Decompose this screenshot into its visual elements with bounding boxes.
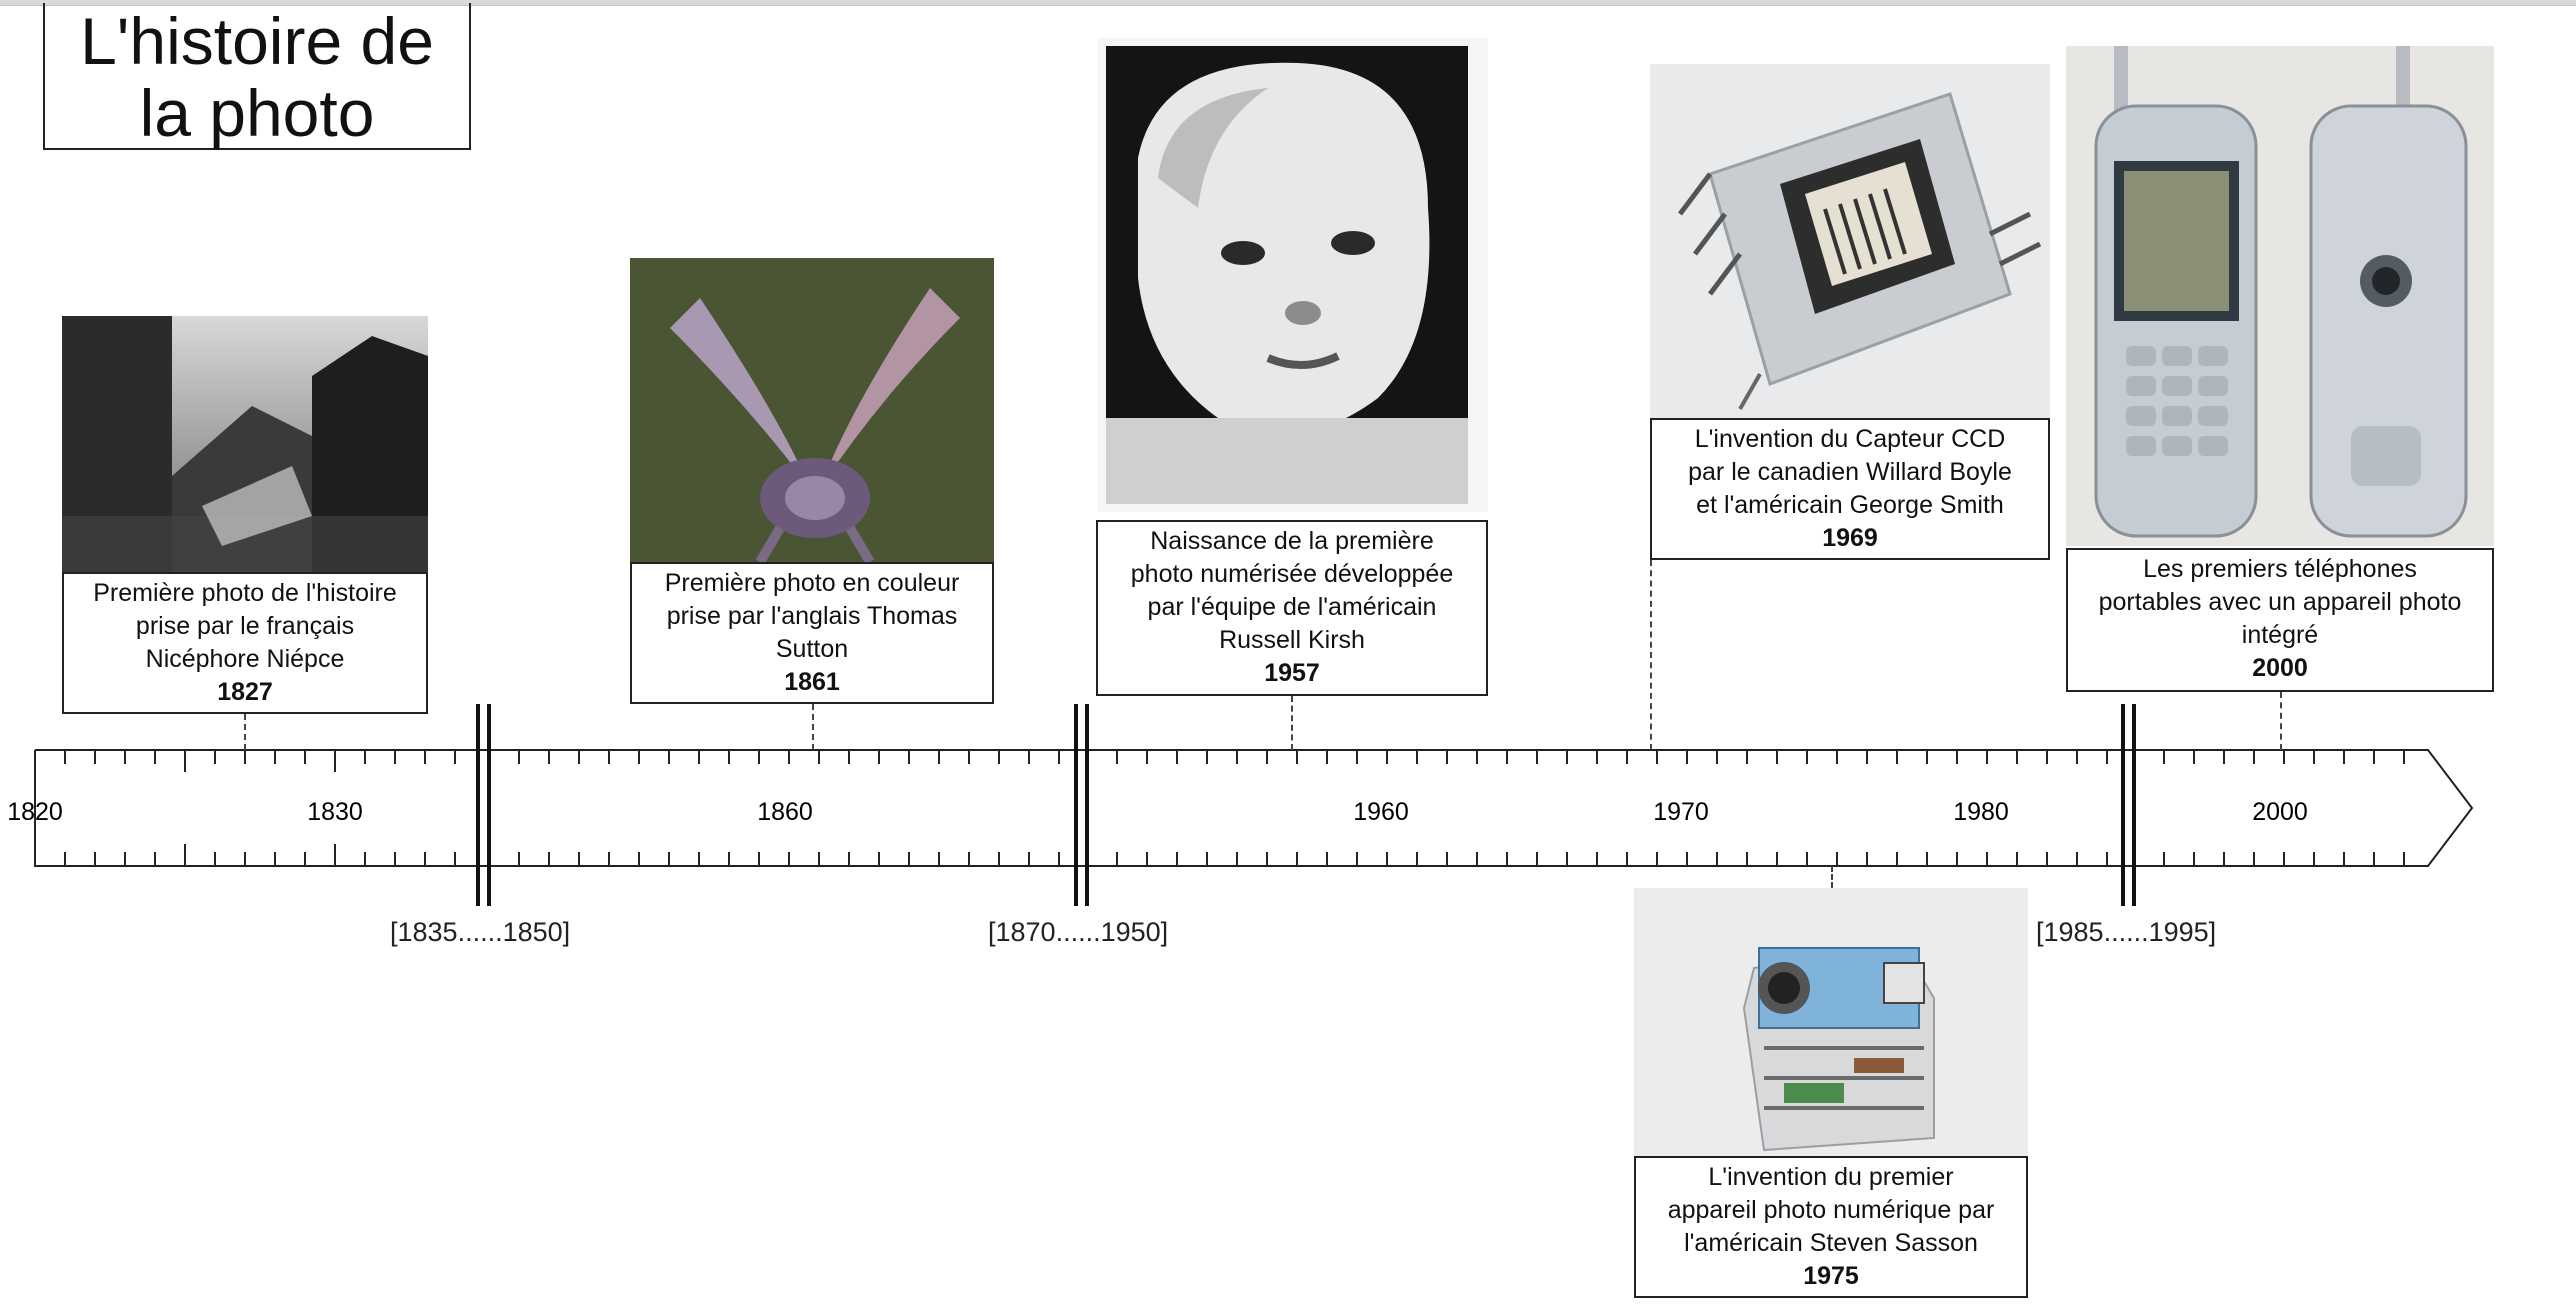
connector-1957 <box>1291 696 1293 750</box>
title-line-2: la photo <box>139 76 375 150</box>
page-title: L'histoire de la photo <box>43 3 471 150</box>
caption-1969-line2: par le canadien Willard Boyle <box>1688 458 2012 486</box>
caption-1975-line1: L'invention du premier <box>1708 1163 1954 1191</box>
caption-2000-line3: intégré <box>2241 621 2319 649</box>
timeline-arrow <box>34 749 2474 867</box>
caption-1957: Naissance de la première photo numérisée… <box>1096 520 1488 696</box>
top-border <box>0 0 2576 6</box>
connector-1861 <box>812 704 814 750</box>
break-label-1835-1850: [1835......1850] <box>390 917 571 947</box>
caption-1957-line4: Russell Kirsh <box>1219 626 1365 654</box>
caption-1827: Première photo de l'histoire prise par l… <box>62 572 428 714</box>
tick-label-1980: 1980 <box>1953 798 2009 826</box>
year-1957: 1957 <box>1264 659 1320 687</box>
connector-1969 <box>1650 560 1652 750</box>
caption-1957-line3: par l'équipe de l'américain <box>1147 593 1437 621</box>
caption-1969-line1: L'invention du Capteur CCD <box>1694 425 2006 453</box>
tick-label-1970: 1970 <box>1653 798 1709 826</box>
year-1975: 1975 <box>1803 1262 1859 1290</box>
break-label-1870-1950: [1870......1950] <box>988 917 1169 947</box>
caption-1827-line2: prise par le français <box>135 612 355 640</box>
connector-2000 <box>2280 692 2282 750</box>
connector-1975 <box>1831 866 1833 888</box>
caption-1861-line3: Sutton <box>775 635 849 663</box>
tick-label-1820: 1820 <box>7 798 63 826</box>
caption-1969-line3: et l'américain George Smith <box>1696 491 2004 519</box>
caption-2000-line2: portables avec un appareil photo <box>2098 588 2462 616</box>
year-1861: 1861 <box>784 668 840 696</box>
year-2000: 2000 <box>2252 654 2308 682</box>
caption-1861: Première photo en couleur prise par l'an… <box>630 562 994 704</box>
tick-label-1830: 1830 <box>307 798 363 826</box>
tick-label-1960: 1960 <box>1353 798 1409 826</box>
digitized-baby-image <box>1098 38 1488 512</box>
camera-phones-image <box>2066 46 2494 546</box>
break-marker-1835-1850 <box>476 704 491 906</box>
ccd-sensor-image <box>1650 64 2050 418</box>
title-line-1: L'histoire de <box>80 4 434 78</box>
year-1827: 1827 <box>217 678 273 706</box>
caption-1969: L'invention du Capteur CCD par le canadi… <box>1650 418 2050 560</box>
break-label-1985-1995: [1985......1995] <box>2036 917 2217 947</box>
break-marker-1985-1995 <box>2121 704 2136 906</box>
caption-1861-line2: prise par l'anglais Thomas <box>666 602 958 630</box>
caption-1975: L'invention du premier appareil photo nu… <box>1634 1156 2028 1298</box>
tick-label-1860: 1860 <box>757 798 813 826</box>
break-marker-1870-1950 <box>1074 704 1089 906</box>
year-1969: 1969 <box>1822 524 1878 552</box>
tick-label-2000: 2000 <box>2252 798 2308 826</box>
caption-2000-line1: Les premiers téléphones <box>2143 555 2417 583</box>
axis-ticks <box>34 750 2405 866</box>
first-digital-camera-image <box>1634 888 2028 1156</box>
caption-1957-line2: photo numérisée développée <box>1130 560 1454 588</box>
caption-1975-line2: appareil photo numérique par <box>1667 1196 1995 1224</box>
caption-1975-line3: l'américain Steven Sasson <box>1684 1229 1978 1257</box>
caption-1861-line1: Première photo en couleur <box>664 569 960 597</box>
first-photograph-image <box>62 316 428 576</box>
caption-1827-line3: Nicéphore Niépce <box>145 645 345 673</box>
caption-1827-line1: Première photo de l'histoire <box>93 579 397 607</box>
caption-2000: Les premiers téléphones portables avec u… <box>2066 548 2494 692</box>
caption-1957-line1: Naissance de la première <box>1150 527 1434 555</box>
connector-1827 <box>244 714 246 750</box>
tartan-ribbon-image <box>630 258 994 562</box>
